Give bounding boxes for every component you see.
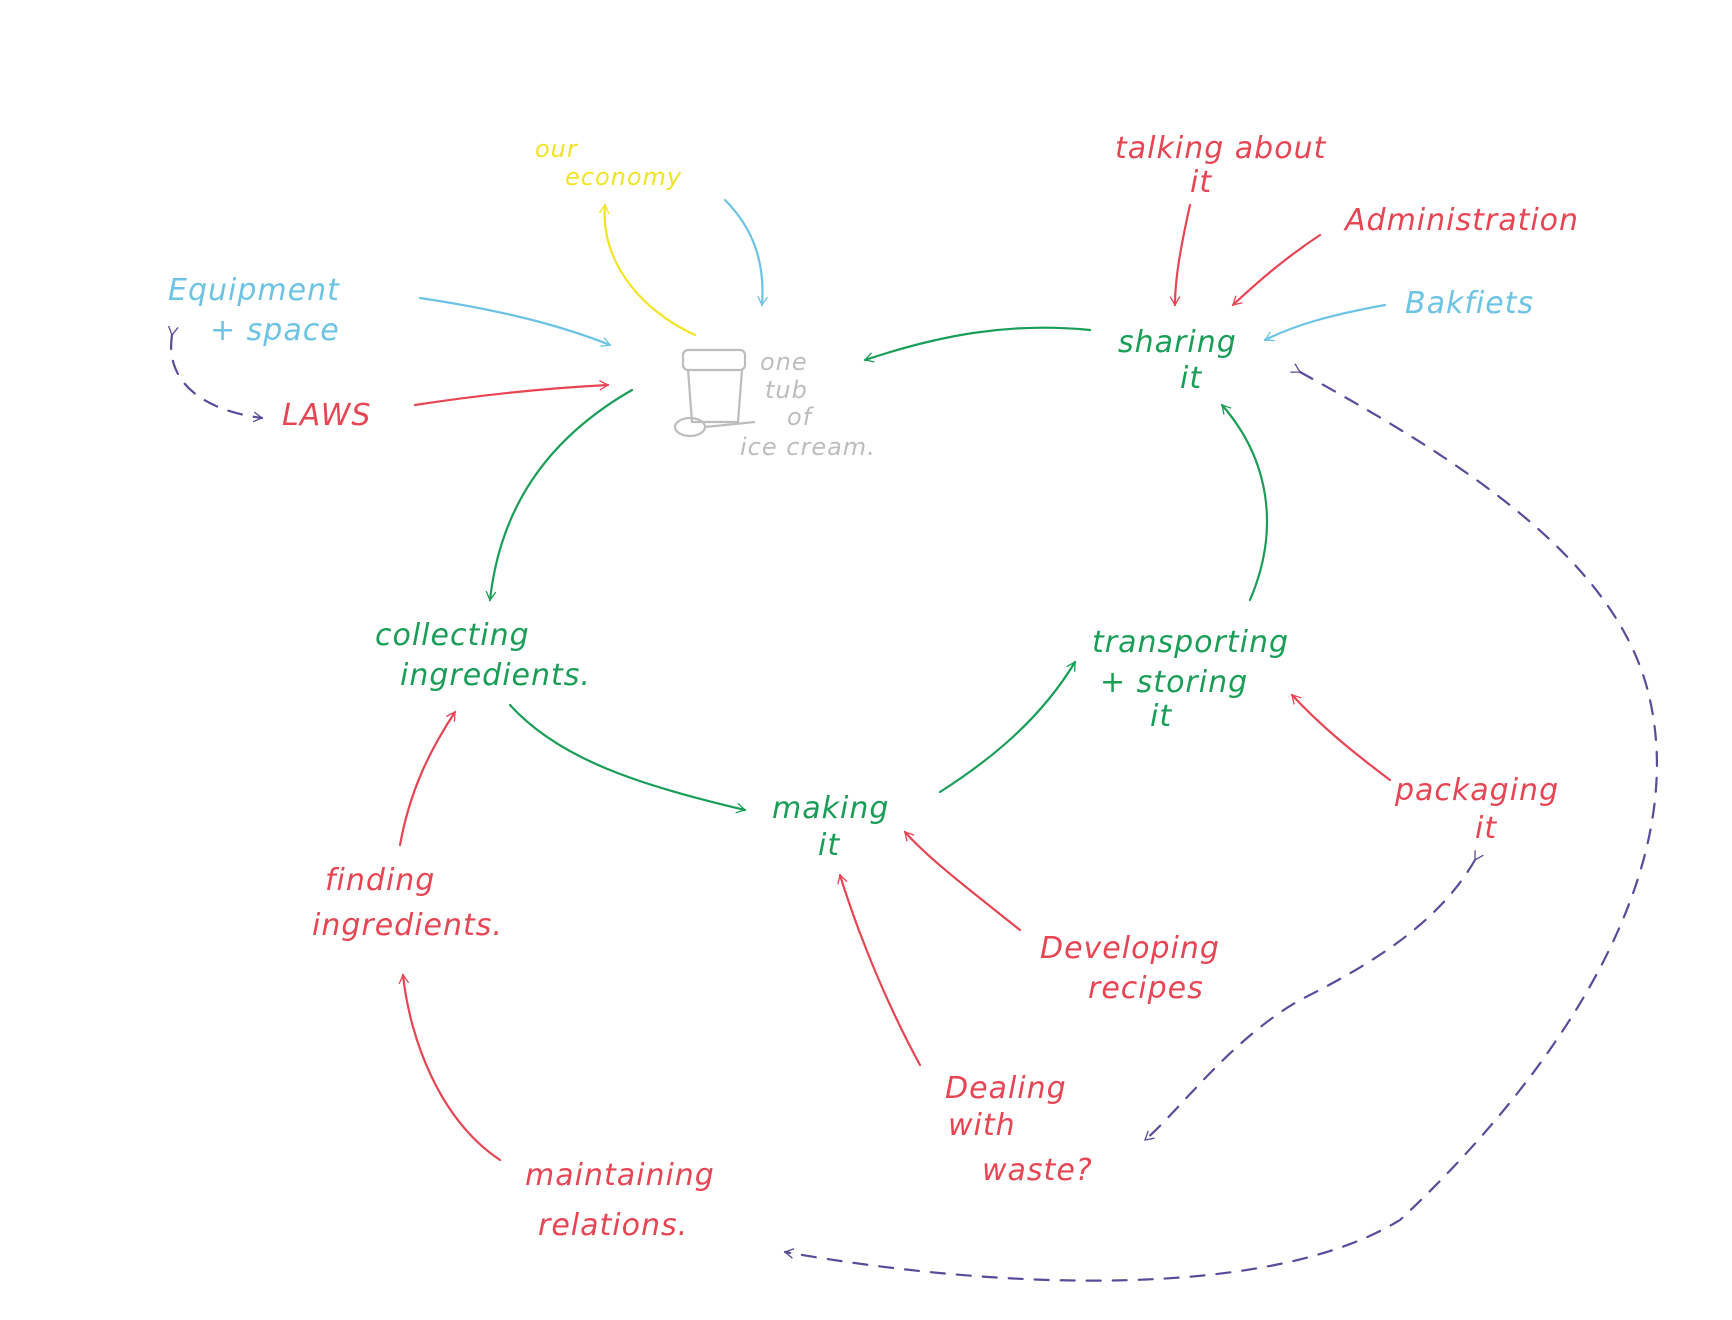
arrow-making-to-transporting <box>938 660 1077 794</box>
equipment-line1: Equipment <box>168 273 340 308</box>
node-collecting-ingredients: collecting ingredients. <box>375 618 591 693</box>
economy-line1: our <box>535 135 579 163</box>
making-line2: it <box>818 828 840 863</box>
maintaining-line2: relations. <box>538 1208 688 1243</box>
arrow-equipment-to-center <box>418 296 612 347</box>
node-our-economy: our economy <box>535 135 682 191</box>
sharing-line2: it <box>1180 361 1202 396</box>
arrow-collecting-to-making <box>508 703 747 814</box>
center-label-line2: tub <box>765 376 808 404</box>
transporting-line2: + storing <box>1100 665 1248 700</box>
node-making-it: making it <box>772 791 889 863</box>
node-equipment-space: Equipment + space <box>168 273 340 348</box>
waste-line1: Dealing <box>945 1071 1067 1106</box>
transporting-line1: transporting <box>1092 625 1289 660</box>
maintaining-line1: maintaining <box>525 1158 715 1193</box>
talking-line1: talking about <box>1115 131 1327 166</box>
center-node: one tub of ice cream. <box>673 348 876 461</box>
node-finding-ingredients: finding ingredients. <box>312 863 503 943</box>
waste-line3: waste? <box>982 1153 1093 1188</box>
equipment-line2: + space <box>210 313 340 348</box>
node-laws: LAWS <box>282 398 371 433</box>
developing-line1: Developing <box>1040 931 1220 966</box>
arrow-administration-to-sharing <box>1231 233 1322 307</box>
node-talking-about-it: talking about it <box>1115 131 1327 200</box>
arrow-developing-to-making <box>903 830 1022 932</box>
arrow-economy-to-center <box>723 198 768 307</box>
arrow-talking-to-sharing <box>1169 203 1192 307</box>
making-line1: making <box>772 791 889 826</box>
node-maintaining-relations: maintaining relations. <box>525 1158 715 1243</box>
sharing-line1: sharing <box>1118 325 1237 360</box>
node-packaging-it: packaging it <box>1394 773 1559 846</box>
arrow-waste-to-making <box>837 873 922 1067</box>
node-developing-recipes: Developing recipes <box>1040 931 1220 1006</box>
talking-line2: it <box>1190 165 1212 200</box>
dashed-arrow-equipment-laws <box>167 325 264 423</box>
arrow-center-to-economy <box>598 203 697 337</box>
collecting-line1: collecting <box>375 618 530 653</box>
packaging-line1: packaging <box>1394 773 1559 808</box>
center-label-line4: ice cream. <box>740 433 876 461</box>
arrow-maintaining-to-finding <box>398 973 502 1162</box>
arrow-bakfiets-to-sharing <box>1263 303 1387 342</box>
arrow-laws-to-center <box>413 380 610 407</box>
ice-cream-tub-icon <box>673 348 756 438</box>
packaging-line2: it <box>1475 811 1497 846</box>
node-bakfiets: Bakfiets <box>1405 286 1534 321</box>
arrow-sharing-to-center <box>863 326 1092 363</box>
arrow-finding-to-collecting <box>398 710 457 847</box>
transporting-line3: it <box>1150 699 1172 734</box>
waste-line2: with <box>948 1108 1016 1143</box>
node-sharing-it: sharing it <box>1118 325 1237 396</box>
arrow-transporting-to-sharing <box>1220 403 1269 602</box>
dashed-arrow-sharing-maintaining <box>783 363 1659 1282</box>
finding-line2: ingredients. <box>312 908 503 943</box>
arrow-packaging-to-transporting <box>1290 693 1392 782</box>
node-administration: Administration <box>1343 203 1579 238</box>
dashed-arrow-packaging-waste <box>1143 850 1484 1142</box>
node-transporting-storing: transporting + storing it <box>1092 625 1289 734</box>
center-label-line3: of <box>787 403 815 431</box>
developing-line2: recipes <box>1088 971 1204 1006</box>
arrow-center-to-collecting <box>485 388 634 602</box>
finding-line1: finding <box>325 863 435 898</box>
economy-line2: economy <box>565 163 682 191</box>
center-label-line1: one <box>760 348 808 376</box>
collecting-line2: ingredients. <box>400 658 591 693</box>
node-dealing-with-waste: Dealing with waste? <box>945 1071 1093 1188</box>
